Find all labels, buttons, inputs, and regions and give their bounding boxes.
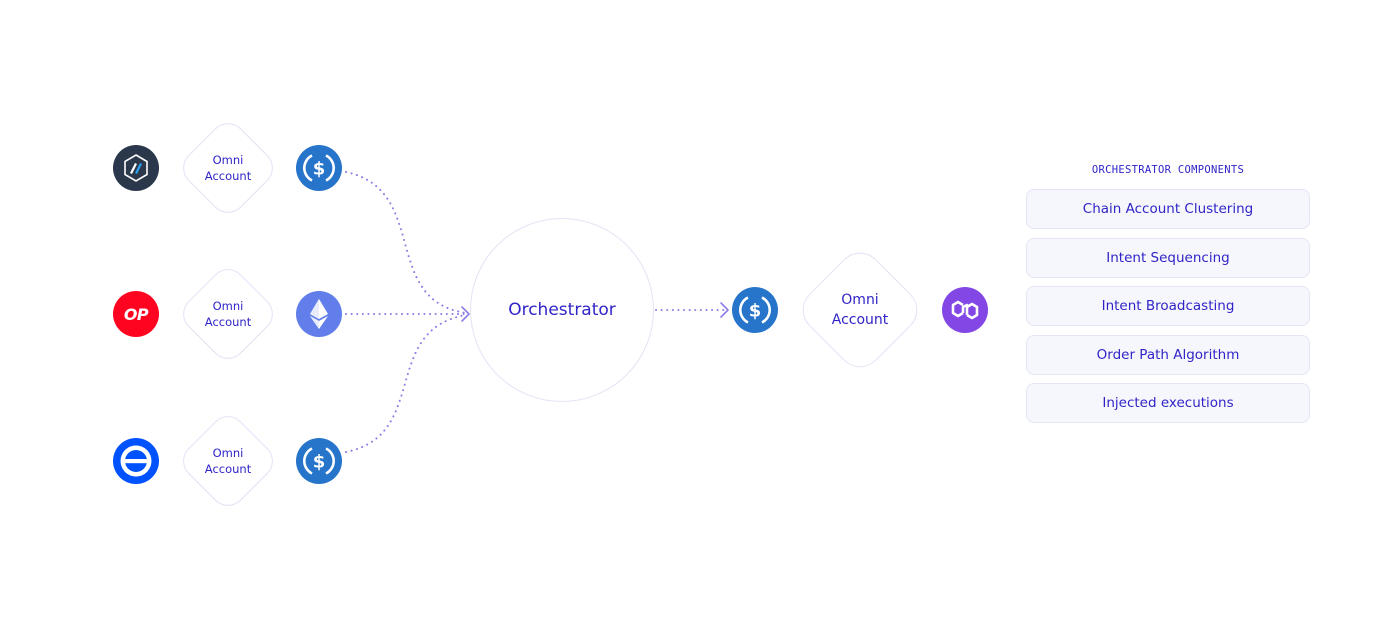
omni-label-line1: Omni [841, 292, 879, 308]
polygon-icon [942, 287, 988, 333]
omni-account-1: Omni Account [175, 115, 281, 221]
svg-text:$: $ [313, 452, 326, 473]
component-item: Intent Sequencing [1026, 237, 1310, 278]
omni-account-3: Omni Account [175, 408, 281, 514]
omni-label-line1: Omni [212, 153, 244, 167]
connector-top [345, 171, 467, 314]
optimism-icon: OP [113, 291, 159, 337]
svg-text:$: $ [313, 159, 326, 180]
usdc-icon: $ [296, 145, 342, 191]
omni-account-label: Omni Account [205, 445, 251, 477]
omni-label-line2: Account [204, 169, 252, 183]
omni-label-line2: Account [831, 312, 889, 328]
usdc-icon: $ [296, 438, 342, 484]
omni-account-label: Omni Account [832, 290, 889, 330]
component-item: Intent Broadcasting [1026, 286, 1310, 326]
omni-label-line1: Omni [212, 299, 244, 313]
arrowhead-output [720, 302, 729, 318]
component-item: Injected executions [1026, 383, 1310, 423]
base-icon [113, 438, 159, 484]
svg-text:$: $ [749, 301, 762, 322]
omni-account-2: Omni Account [175, 261, 281, 367]
ethereum-icon [296, 291, 342, 337]
arrowhead-orchestrator [461, 306, 470, 322]
arbitrum-icon [113, 145, 159, 191]
usdc-icon: $ [732, 287, 778, 333]
omni-account-label: Omni Account [205, 152, 251, 184]
omni-label-line1: Omni [212, 446, 244, 460]
connector-bottom [345, 314, 467, 453]
component-item: Chain Account Clustering [1026, 189, 1310, 229]
orchestrator-label: Orchestrator [508, 300, 616, 320]
omni-account-destination: Omni Account [793, 243, 927, 377]
components-title: ORCHESTRATOR COMPONENTS [1091, 164, 1245, 176]
optimism-logo-text: OP [123, 304, 149, 324]
omni-label-line2: Account [204, 315, 252, 329]
omni-account-label: Omni Account [205, 298, 251, 330]
orchestrator-node: Orchestrator [470, 218, 654, 402]
omni-label-line2: Account [204, 462, 252, 476]
component-item: Order Path Algorithm [1026, 334, 1310, 375]
orchestrator-components-panel: ORCHESTRATOR COMPONENTS Chain Account Cl… [1026, 164, 1310, 432]
